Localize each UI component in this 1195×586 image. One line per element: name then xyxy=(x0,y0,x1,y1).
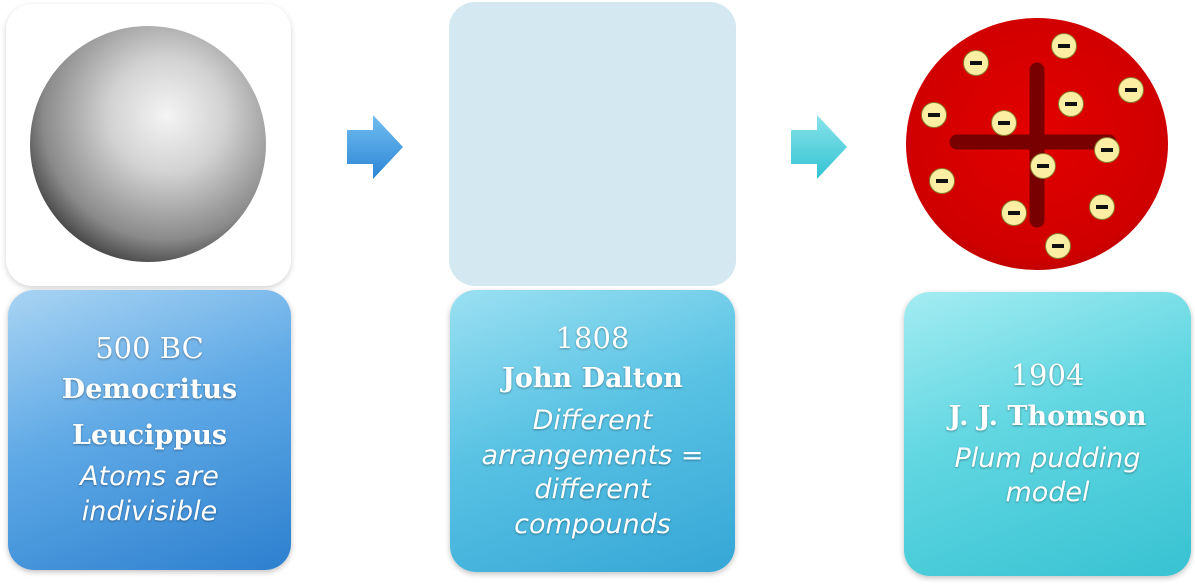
model-description: Different arrangements = different compo… xyxy=(481,404,704,540)
dalton-image-panel xyxy=(449,2,736,286)
electron-icon xyxy=(991,110,1017,136)
model-description: Plum pudding model xyxy=(954,442,1141,509)
thomson-card: 1904 J. J. Thomson Plum pudding model xyxy=(904,292,1191,576)
model-description: Atoms are indivisible xyxy=(80,461,219,528)
scientist-name: J. J. Thomson xyxy=(948,400,1147,432)
electron-icon xyxy=(963,50,989,76)
electron-icon xyxy=(1118,77,1144,103)
electron-icon xyxy=(1001,200,1027,226)
electron-icon xyxy=(1058,91,1084,117)
democritus-card: 500 BC Democritus Leucippus Atoms are in… xyxy=(8,290,291,570)
electron-icon xyxy=(929,168,955,194)
electron-icon xyxy=(1045,233,1071,259)
dalton-card: 1808 John Dalton Different arrangements … xyxy=(450,290,735,572)
positive-charge-cross xyxy=(949,62,1117,228)
electron-icon xyxy=(1089,194,1115,220)
democritus-sphere-image xyxy=(6,4,291,286)
scientist-name: Leucippus xyxy=(71,419,228,451)
electron-icon xyxy=(1051,33,1077,59)
scientist-name: Democritus xyxy=(61,373,238,405)
right-arrow-icon xyxy=(791,115,847,179)
year-label: 500 BC xyxy=(95,331,204,366)
year-label: 1808 xyxy=(555,320,630,355)
year-label: 1904 xyxy=(1010,358,1085,393)
scientist-name: John Dalton xyxy=(502,363,683,395)
electron-icon xyxy=(1094,137,1120,163)
sphere-shape xyxy=(30,26,266,262)
right-arrow-icon xyxy=(347,115,403,179)
plum-pudding-image xyxy=(902,8,1192,284)
electron-icon xyxy=(1030,153,1056,179)
electron-icon xyxy=(921,102,947,128)
